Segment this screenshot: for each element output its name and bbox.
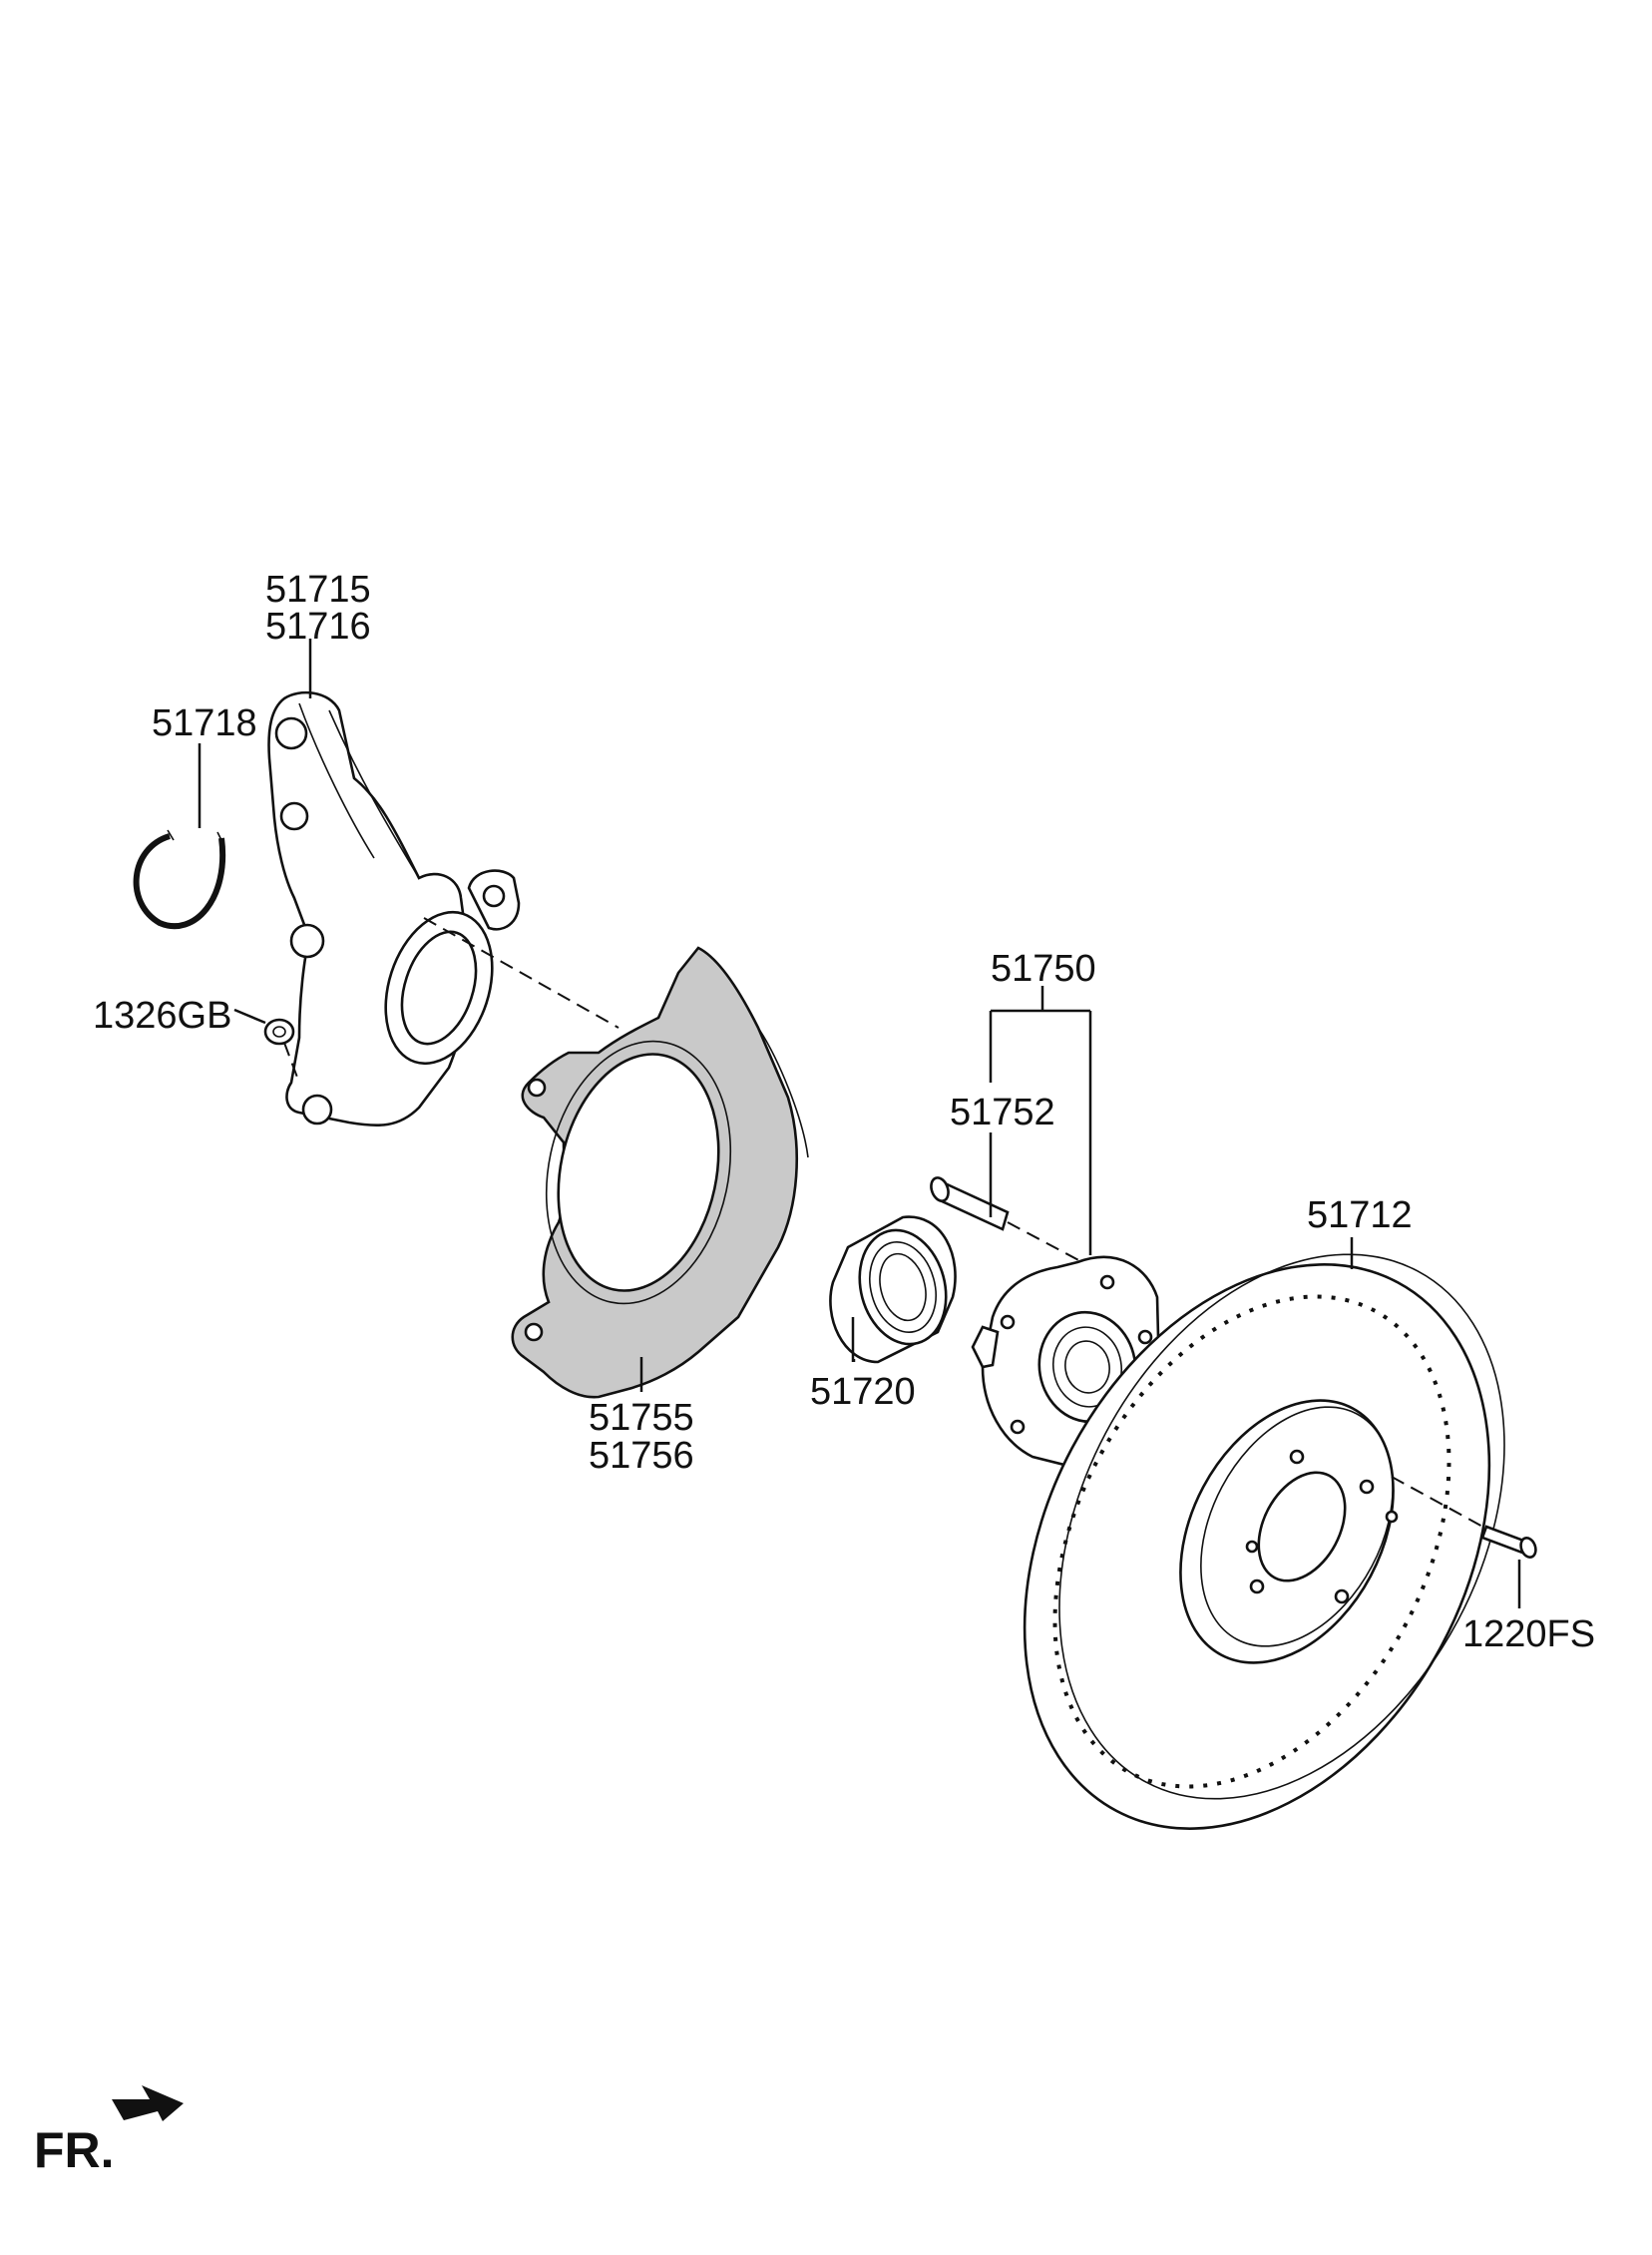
- front-direction-arrow-icon: [112, 2085, 184, 2121]
- part-number-screw: 1220FS: [1462, 1613, 1595, 1655]
- part-number-nut: 1326GB: [93, 995, 231, 1037]
- leader-nut: [233, 1008, 266, 1025]
- part-number-knuckle-1: 51715: [265, 569, 371, 611]
- assembly-line-knuckle-cover: [423, 917, 620, 1029]
- screw-drawing[interactable]: [1480, 1525, 1538, 1560]
- part-number-snap-ring: 51718: [152, 702, 257, 744]
- assembly-line-hub-bolt: [1007, 1221, 1083, 1263]
- part-number-bearing: 51720: [810, 1371, 916, 1413]
- knuckle-drawing[interactable]: [267, 690, 521, 1128]
- part-number-brake-disc: 51712: [1307, 1194, 1413, 1236]
- dust-cover-drawing[interactable]: [511, 946, 809, 1399]
- assembly-line-screw: [1391, 1476, 1487, 1530]
- front-direction-label: FR.: [34, 2122, 115, 2178]
- nut-drawing[interactable]: [263, 1018, 295, 1046]
- part-number-knuckle-2: 51716: [265, 606, 371, 648]
- leader-hub-assembly: [989, 986, 1092, 1255]
- leader-bearing: [851, 1317, 856, 1362]
- part-number-hub-assembly: 51750: [991, 948, 1096, 990]
- hub-bolt-drawing[interactable]: [928, 1175, 1010, 1231]
- part-number-dust-cover-2: 51756: [589, 1435, 694, 1477]
- bearing-drawing[interactable]: [829, 1215, 958, 1364]
- part-number-dust-cover-1: 51755: [589, 1397, 694, 1439]
- part-number-hub-bolt: 51752: [950, 1092, 1055, 1133]
- snap-ring-drawing[interactable]: [133, 829, 226, 930]
- assembly-line-nut: [283, 1042, 300, 1084]
- brake-disc-drawing[interactable]: [932, 1177, 1594, 1909]
